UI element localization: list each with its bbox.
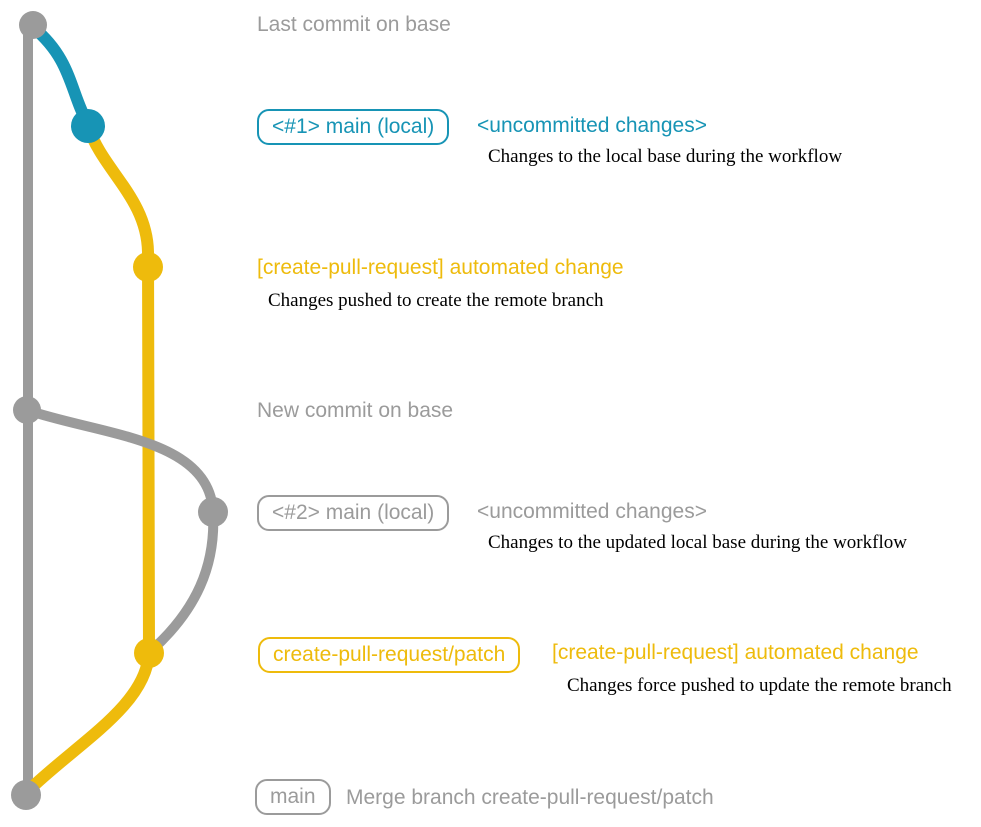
commit-dot-new-base xyxy=(13,396,41,424)
commit-dot-merge xyxy=(11,780,41,810)
badge-main-local-1: <#1> main (local) xyxy=(257,109,450,145)
automated-change-2-heading: [create-pull-request] automated change xyxy=(552,641,919,664)
badge-main-local-1-label: <#1> main (local) xyxy=(272,115,435,138)
automated-change-1-caption: Changes pushed to create the remote bran… xyxy=(268,290,604,311)
new-commit-label: New commit on base xyxy=(257,399,454,422)
badge-main-label: main xyxy=(270,785,316,808)
commit-dot-local-1 xyxy=(71,109,105,143)
badge-main: main xyxy=(255,779,331,815)
badge-main-local-2: <#2> main (local) xyxy=(257,495,450,531)
commit-dot-patch-2 xyxy=(134,638,164,668)
last-commit-label: Last commit on base xyxy=(257,13,451,36)
automated-change-1-heading: [create-pull-request] automated change xyxy=(257,256,624,279)
merge-branch-label: Merge branch create-pull-request/patch xyxy=(346,786,714,809)
patch-branch-edge xyxy=(82,120,155,659)
badge-patch-branch: create-pull-request/patch xyxy=(258,637,521,673)
badge-patch-branch-label: create-pull-request/patch xyxy=(273,643,506,666)
commit-dot-local-2 xyxy=(198,497,228,527)
local-main-branch-edge xyxy=(28,22,94,130)
uncommitted-changes-2-caption: Changes to the updated local base during… xyxy=(488,532,907,553)
automated-change-2-caption: Changes force pushed to update the remot… xyxy=(567,675,952,696)
base-update-edge xyxy=(22,405,219,655)
commit-dot-last-base xyxy=(19,11,47,39)
badge-main-local-2-label: <#2> main (local) xyxy=(272,501,435,524)
uncommitted-changes-1-caption: Changes to the local base during the wor… xyxy=(488,146,843,167)
commit-dot-patch-1 xyxy=(133,252,163,282)
patch-merge-edge xyxy=(21,647,155,798)
uncommitted-changes-2-heading: <uncommitted changes> xyxy=(477,500,707,523)
uncommitted-changes-1-heading: <uncommitted changes> xyxy=(477,114,707,137)
